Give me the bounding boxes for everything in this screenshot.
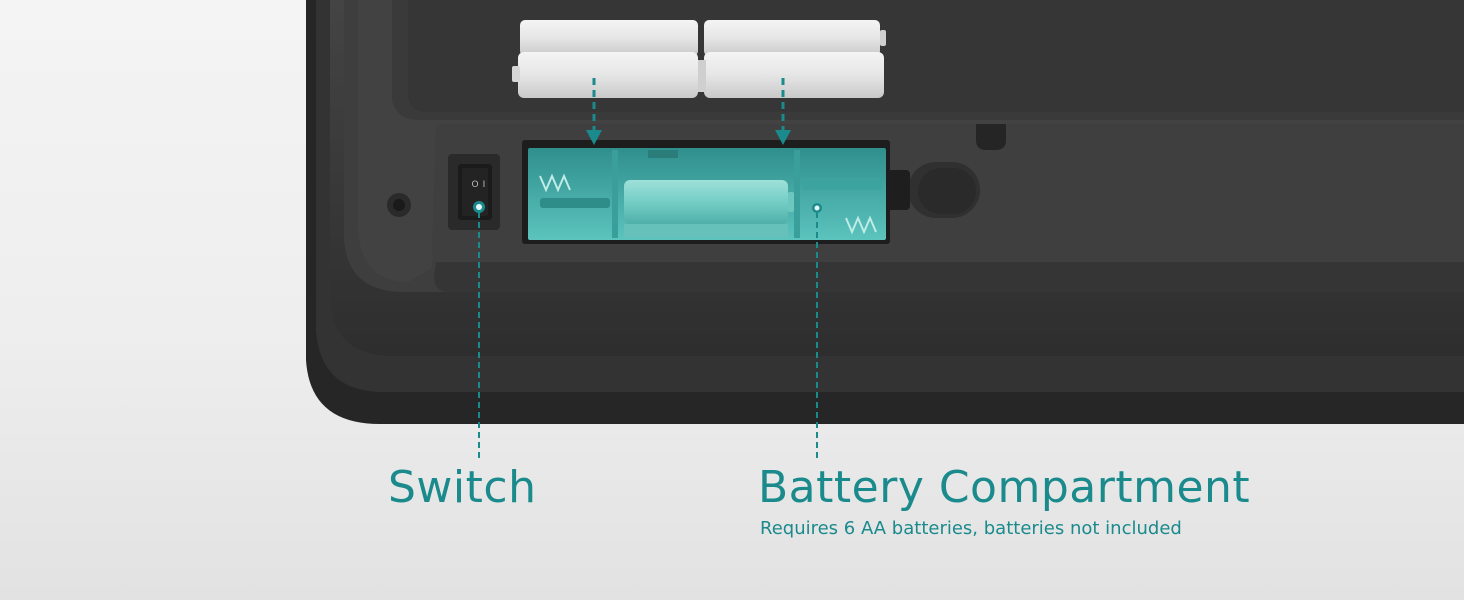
- battery-requirement-note: Requires 6 AA batteries, batteries not i…: [760, 518, 1182, 539]
- dashed-arrow-down-icon: [592, 78, 785, 132]
- battery-compartment: [522, 140, 890, 244]
- callout-dot-icon: [473, 201, 822, 213]
- switch-off-glyph: O: [471, 180, 478, 190]
- aa-battery-icon: [704, 20, 880, 56]
- battery-compartment-label: Battery Compartment: [758, 462, 1251, 513]
- switch-on-glyph: I: [483, 180, 486, 190]
- callout-lines: [478, 212, 818, 462]
- switch-label: Switch: [388, 462, 537, 513]
- aa-battery-icon: [704, 52, 884, 98]
- arrow-heads: [586, 130, 791, 145]
- aa-battery-icon: [520, 20, 698, 56]
- batteries-group: [512, 20, 886, 98]
- aa-battery-icon: [624, 180, 788, 224]
- rocker-switch-icon: O I: [448, 154, 500, 230]
- aa-battery-icon: [518, 52, 698, 98]
